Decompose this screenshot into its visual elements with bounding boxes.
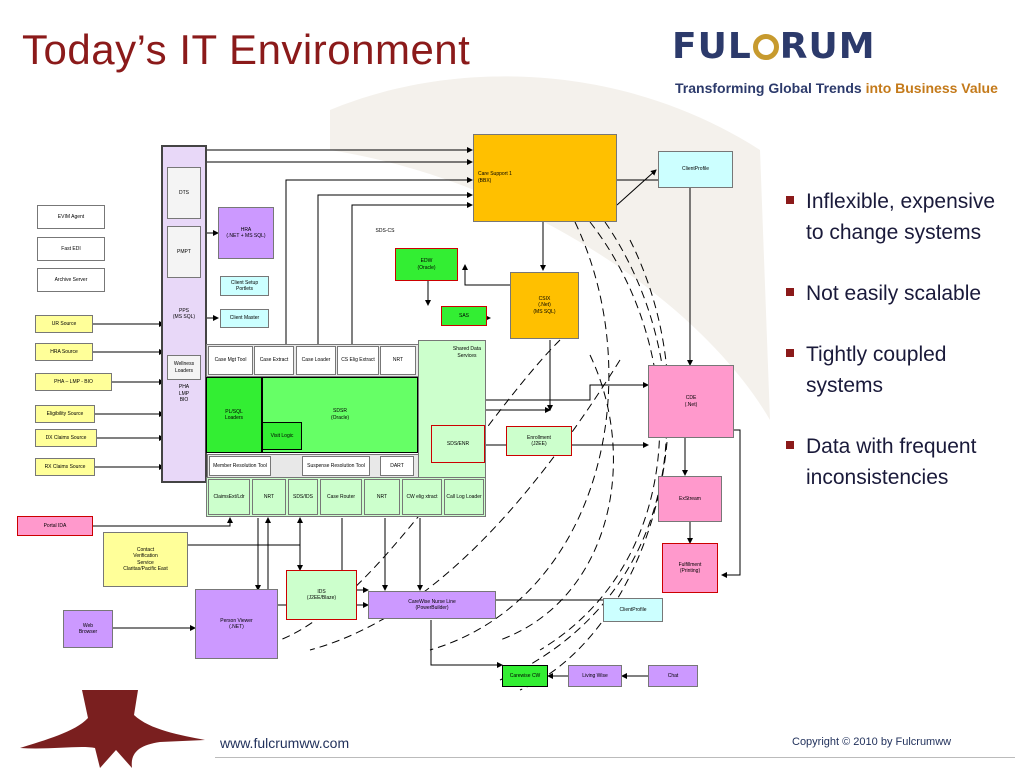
client-master-node: Client Master <box>220 309 269 328</box>
pmpt-node: PMPT <box>167 226 201 278</box>
enrollment-node: Enrollment (J2EE) <box>506 426 572 456</box>
archive-server-node: Archive Server <box>37 268 105 292</box>
hra-source-node: HRA Source <box>35 343 93 361</box>
eligibility-source-node: Eligibility Source <box>35 405 95 423</box>
fast-edi-node: Fast EDI <box>37 237 105 261</box>
logo-text-right: RUM <box>779 26 876 67</box>
dx-claims-source-node: DX Claims Source <box>35 429 97 447</box>
bullet-square-icon <box>786 441 794 449</box>
fulcrum-logo: FUL RUM <box>672 26 1002 67</box>
fulfillment-node: Fulfillment (Printing) <box>662 543 718 593</box>
nrt-node-2: NRT <box>252 479 286 515</box>
ids-node: IDS (J2EE/Blaze) <box>286 570 357 620</box>
tagline-main: Transforming Global Trends <box>675 80 866 96</box>
cde-node: CDE (.Net) <box>648 365 734 438</box>
case-extract-node: Case Extract <box>254 346 294 375</box>
case-mgt-tool-node: Case Mgt Tool <box>208 346 253 375</box>
bullet-item: Tightly coupled systems <box>786 339 1006 401</box>
hra-node: HRA (.NET + MS SQL) <box>218 207 274 259</box>
suspense-resolution-tool-node: Suspense Resolution Tool <box>302 456 370 476</box>
bullet-square-icon <box>786 196 794 204</box>
contact-verification-node: Contact Verification Service Claritas/Pa… <box>103 532 188 587</box>
portal-ida-node: Portal IDA <box>17 516 93 536</box>
shared-data-services-node: Shared Data Services <box>418 340 486 498</box>
wellness-loaders-node: Wellness Loaders <box>167 355 201 380</box>
bullet-item: Not easily scalable <box>786 278 1006 309</box>
call-log-loader-node: Call Log Loader <box>444 479 484 515</box>
bullet-list: Inflexible, expensive to change systems … <box>786 186 1006 523</box>
care-support-node: Care Support 1 (BBX) <box>473 134 617 222</box>
client-setup-portlets-node: Client Setup Portlets <box>220 276 269 296</box>
plsql-loaders-node: PL/SQL Loaders <box>206 377 262 453</box>
csix-node: CSIX (.Net) (MS SQL) <box>510 272 579 339</box>
edw-node: EDW (Oracle) <box>395 248 458 281</box>
pps-label: PPS (MS SQL) <box>172 307 196 321</box>
claims-ext-ldr-node: ClaimsExt/Ldr <box>208 479 250 515</box>
footer-url-link[interactable]: www.fulcrumww.com <box>220 735 350 751</box>
tagline-highlight: into Business Value <box>865 80 998 96</box>
bullet-square-icon <box>786 288 794 296</box>
visit-logic-node: Visit Logic <box>262 422 302 450</box>
rx-claims-source-node: RX Claims Source <box>35 458 95 476</box>
sds-cs-label: SDS-CS <box>375 227 395 234</box>
member-resolution-tool-node: Member Resolution Tool <box>209 456 271 476</box>
web-browser-node: Web Browser <box>63 610 113 648</box>
client-profile-top-node: ClientProfile <box>658 151 733 188</box>
pha-lmp-bio-node: PHA LMP BIO <box>178 384 190 404</box>
exstream-node: ExStream <box>658 476 722 522</box>
bullet-text: Tightly coupled systems <box>806 343 947 397</box>
person-viewer-node: Person Viewer (.NET) <box>195 589 278 659</box>
dart-node: DART <box>380 456 414 476</box>
pha-source-node: PHA – LMP - BIO <box>35 373 112 391</box>
dts-node: DTS <box>167 167 201 219</box>
cs-elig-extract-node: CS Elig Extract <box>337 346 379 375</box>
bullet-text: Not easily scalable <box>806 282 982 305</box>
footer-divider <box>215 757 1015 758</box>
case-router-node: Case Router <box>320 479 362 515</box>
bullet-text: Data with frequent inconsistencies <box>806 435 977 489</box>
page-title: Today’s IT Environment <box>22 26 471 73</box>
cw-elig-xtract-node: CW elig xtract <box>402 479 442 515</box>
sas-node: SAS <box>441 306 487 326</box>
living-wise-node: Living Wise <box>568 665 622 687</box>
bullet-text: Inflexible, expensive to change systems <box>806 190 996 244</box>
carewise-nurse-line-node: CareWise Nurse Line (PowerBuilder) <box>368 591 496 619</box>
bullet-item: Inflexible, expensive to change systems <box>786 186 1006 248</box>
client-profile-bottom-node: ClientProfile <box>603 598 663 622</box>
nrt-node-1: NRT <box>380 346 416 375</box>
footer-copyright: Copyright © 2010 by Fulcrumww <box>792 736 952 748</box>
bullet-square-icon <box>786 349 794 357</box>
nrt-node-3: NRT <box>364 479 400 515</box>
sds-enr-node: SDS/ENR <box>431 425 485 463</box>
carewise-cw-node: Carewise CW <box>502 665 548 687</box>
sds-ids-node: SDS/IDS <box>288 479 318 515</box>
tree-roots-icon <box>20 690 205 768</box>
case-loader-node: Case Loader <box>296 346 336 375</box>
logo-tagline: Transforming Global Trends into Business… <box>675 80 998 96</box>
bullet-item: Data with frequent inconsistencies <box>786 431 1006 493</box>
chat-node: Chat <box>648 665 698 687</box>
evim-agent-node: EVIM Agent <box>37 205 105 229</box>
logo-text-left: FUL <box>672 26 752 67</box>
ur-source-node: UR Source <box>35 315 93 333</box>
logo-ring-icon <box>752 34 779 60</box>
